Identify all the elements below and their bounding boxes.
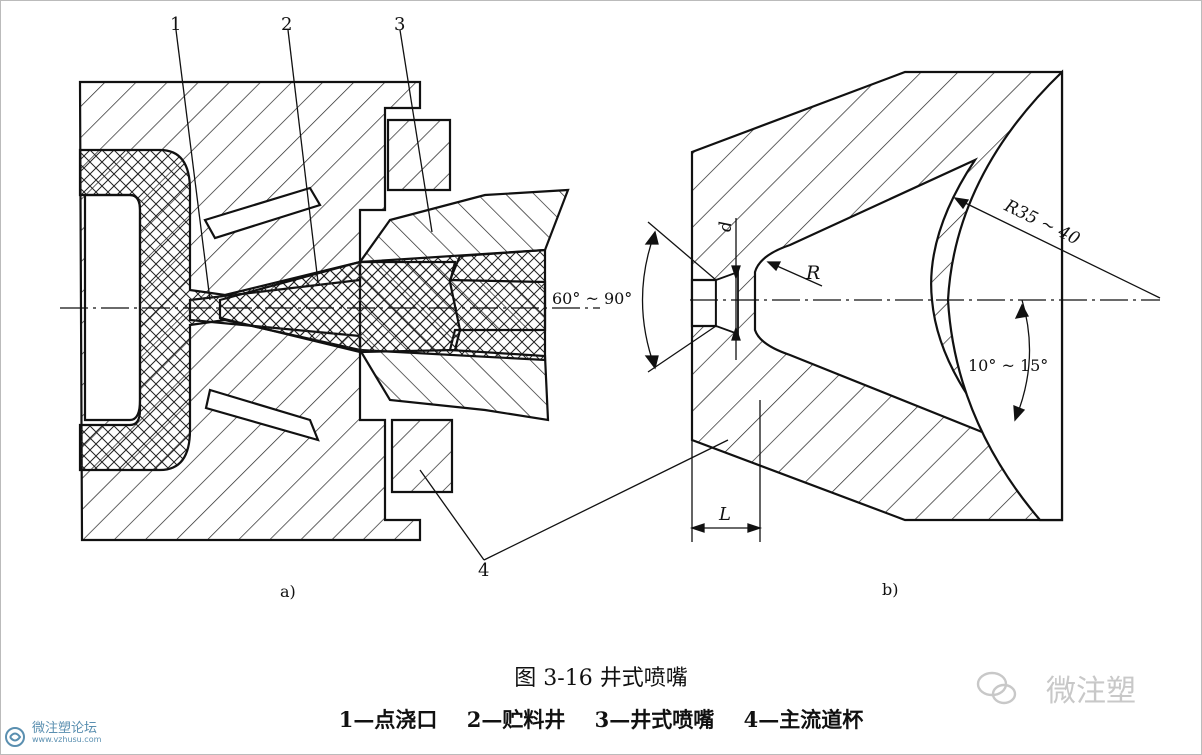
legend-item-3: 3—井式喷嘴: [594, 707, 715, 732]
dim-taper-angle-label: 10° ~ 15°: [968, 356, 1049, 375]
watermark-right: 微注塑: [1008, 666, 1136, 710]
lower-insert: [204, 388, 320, 442]
ring-top: [386, 118, 452, 192]
watermark-left-url: www.vzhusu.com: [32, 734, 102, 744]
figure-legend: 1—点浇口 2—贮料井 3—井式喷嘴 4—主流道杯: [0, 704, 1202, 734]
nozzle-body: [358, 188, 570, 422]
legend-item-1: 1—点浇口: [338, 707, 438, 732]
dimensions-b: [641, 197, 1161, 542]
dim-l-label: L: [719, 504, 731, 525]
callout-3: 3: [394, 14, 406, 35]
figure-a-label: a): [280, 582, 296, 601]
callout-4: 4: [478, 560, 490, 581]
dim-cone-angle-label: 60° ~ 90°: [552, 289, 633, 308]
dim-r-label: R: [806, 262, 821, 284]
callout-1: 1: [170, 14, 182, 35]
wechat-icon: [976, 671, 1017, 705]
legend-item-2: 2—贮料井: [466, 707, 566, 732]
forum-logo-icon: [5, 727, 25, 747]
ring-bottom: [390, 418, 454, 494]
watermark-left-title: 微注塑论坛: [32, 721, 98, 736]
figure-b-drawing: [690, 69, 1064, 522]
storage-well: [218, 260, 462, 354]
figure-title: 图 3-16 井式喷嘴: [514, 666, 688, 691]
watermark-left: 微注塑论坛 www.vzhusu.com: [6, 722, 101, 744]
dim-d-label: d: [716, 221, 736, 232]
figure-a-drawing: [78, 80, 570, 542]
orifice-taper: [715, 270, 739, 336]
figure-b-label: b): [882, 580, 899, 599]
callout-2: 2: [281, 14, 293, 35]
leaders-a: [175, 29, 729, 561]
legend-item-4: 4—主流道杯: [743, 707, 864, 732]
upper-insert: [203, 186, 322, 240]
watermark-right-text: 微注塑: [1046, 674, 1136, 709]
orifice: [690, 278, 718, 328]
